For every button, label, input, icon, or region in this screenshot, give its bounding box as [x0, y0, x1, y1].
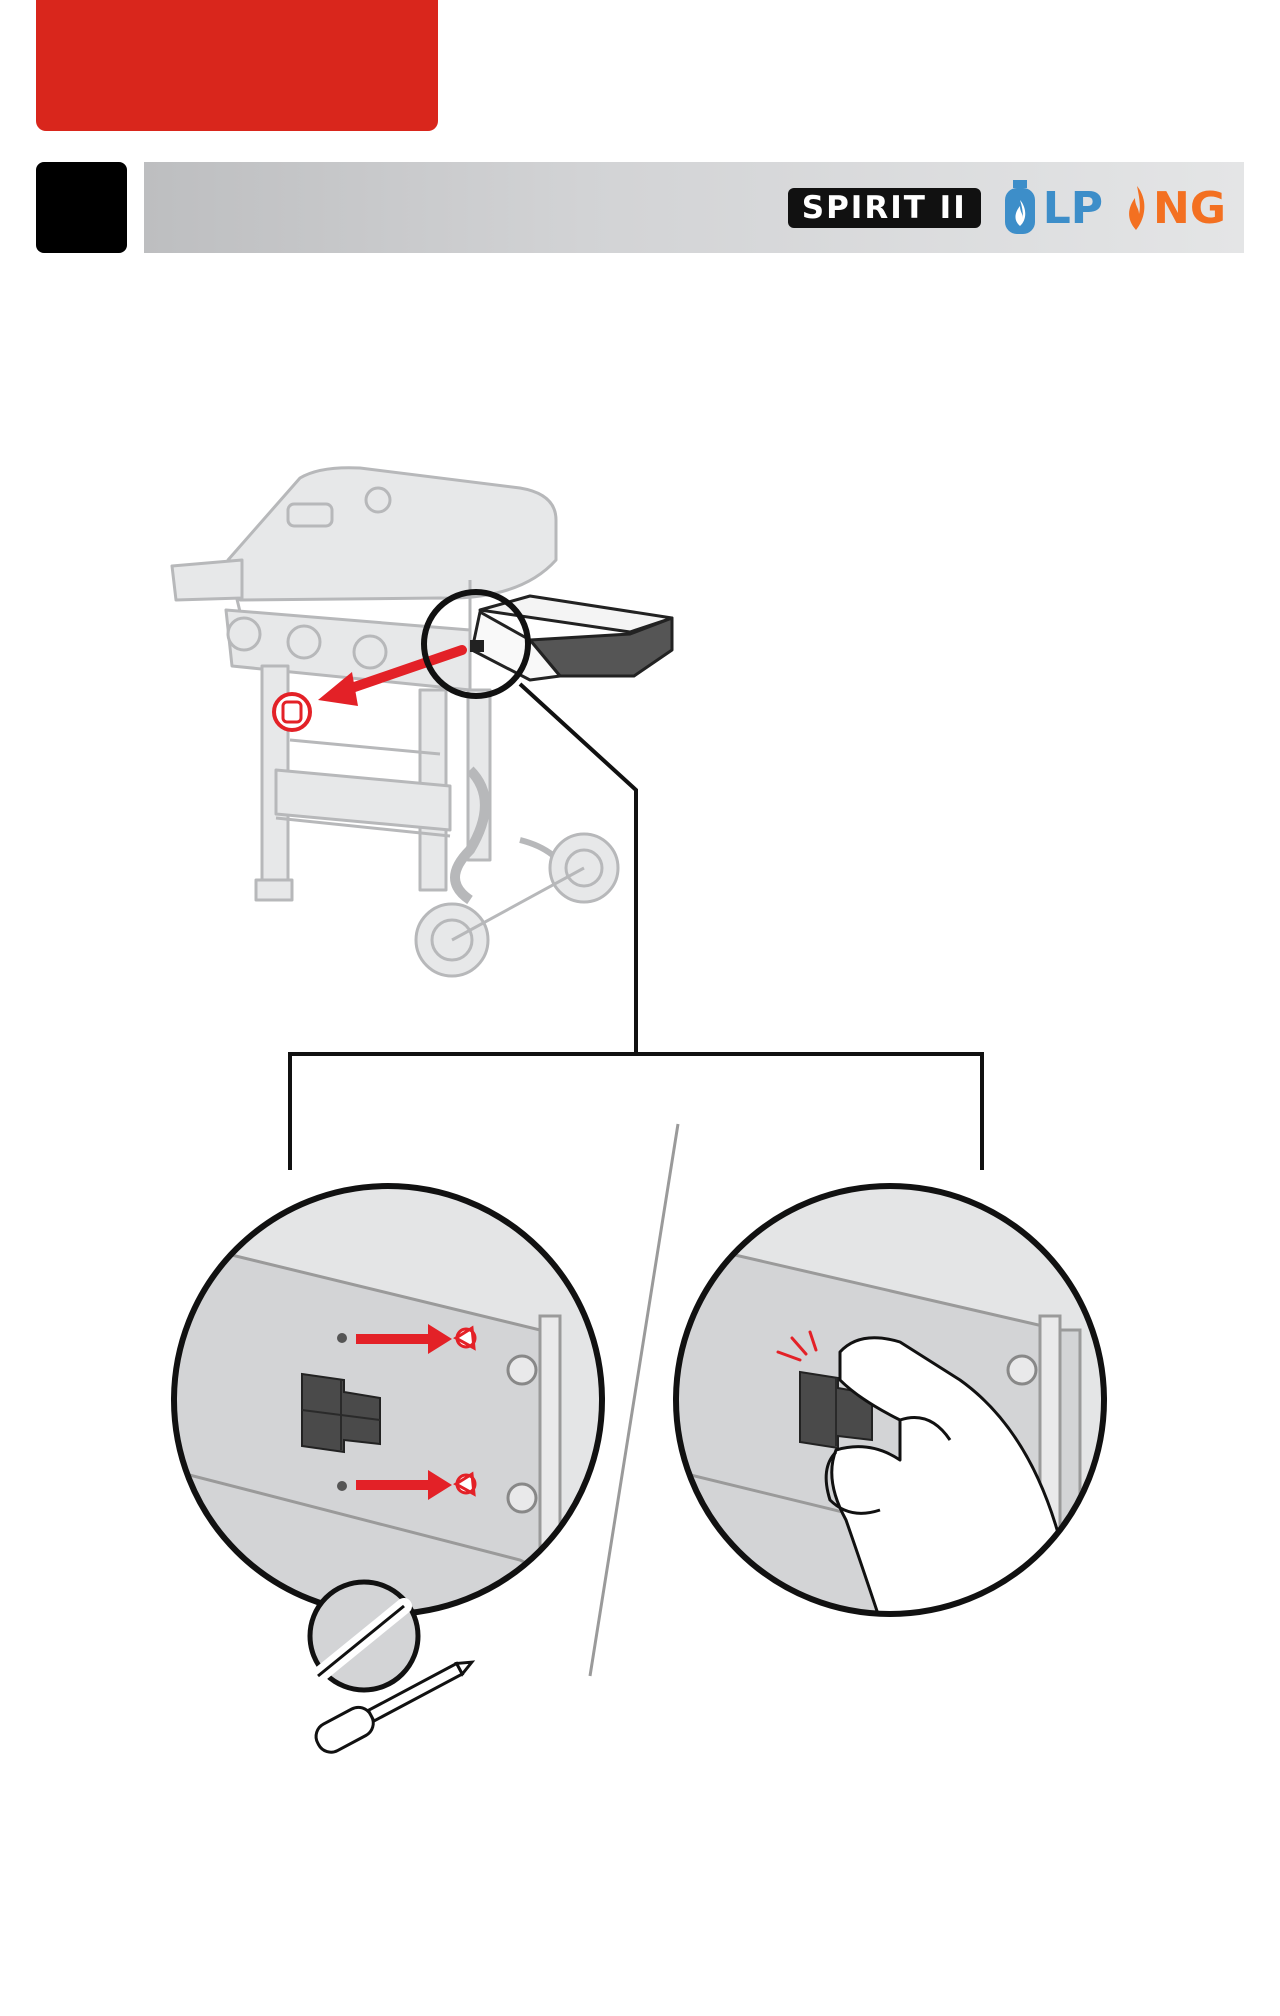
detail-right-pinch-clip: [670, 1180, 1110, 1620]
callout-leader-lines: [290, 684, 982, 1170]
detail-left-remove-screws: [170, 1180, 610, 1620]
right-side-table: [472, 596, 672, 680]
grill-overview: [172, 468, 618, 976]
phillips-screwdriver-icon: [310, 1582, 479, 1757]
clip-removed-icon: [274, 694, 310, 730]
